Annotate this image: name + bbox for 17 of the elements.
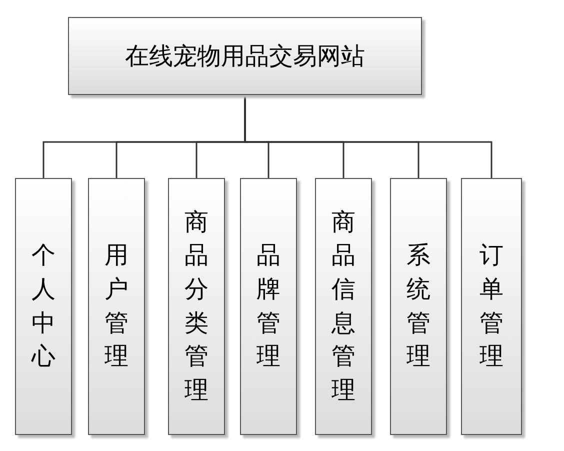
module-label: 商品分类管理 (184, 206, 208, 406)
module-box (315, 178, 372, 435)
module-box (15, 178, 72, 435)
module-label: 商品信息管理 (332, 206, 356, 406)
module-label: 订单管理 (480, 240, 504, 372)
module-box (461, 178, 522, 435)
module-box (390, 178, 447, 435)
module-label: 用户管理 (104, 240, 128, 372)
title-text: 在线宠物用品交易网站 (125, 41, 365, 72)
module-label: 品牌管理 (256, 240, 280, 372)
module-label: 个人中心 (32, 240, 56, 372)
module-box (240, 178, 297, 435)
title-box (68, 17, 422, 95)
module-box (168, 178, 225, 435)
module-box (88, 178, 145, 435)
connector-line (244, 95, 492, 178)
module-label: 系统管理 (406, 240, 430, 372)
